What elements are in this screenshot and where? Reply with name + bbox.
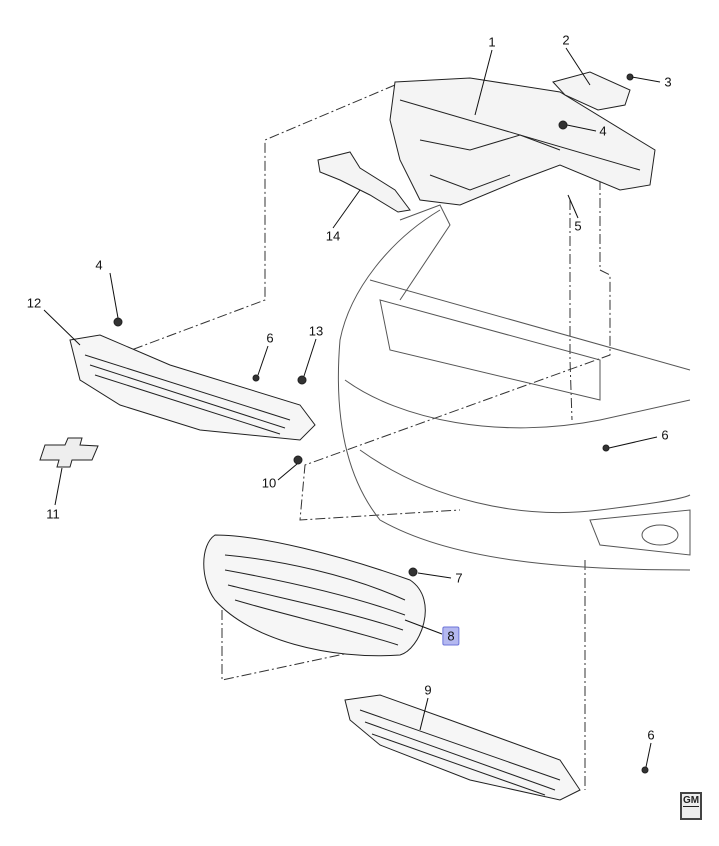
- part-2-bracket: [552, 71, 631, 111]
- callout-12[interactable]: 12: [26, 295, 42, 311]
- callout-13[interactable]: 13: [308, 323, 324, 339]
- callout-1[interactable]: 1: [488, 34, 496, 50]
- callout-14[interactable]: 14: [325, 228, 341, 244]
- gm-logo-text: GM: [683, 795, 700, 807]
- part-8-grille: [203, 534, 426, 657]
- callout-7[interactable]: 7: [455, 570, 463, 586]
- part-14-air-baffle: [317, 151, 411, 213]
- callout-6[interactable]: 6: [661, 427, 669, 443]
- callout-4[interactable]: 4: [95, 257, 103, 273]
- callout-5[interactable]: 5: [574, 218, 582, 234]
- callout-4[interactable]: 4: [599, 123, 607, 139]
- leader-lines: [43, 47, 661, 768]
- part-9-lower-grille: [344, 694, 581, 801]
- part-12-upper-grille: [69, 334, 316, 441]
- part-11-emblem: [39, 437, 99, 468]
- callout-3[interactable]: 3: [664, 74, 672, 90]
- callout-9[interactable]: 9: [424, 682, 432, 698]
- callout-6[interactable]: 6: [647, 727, 655, 743]
- callout-11[interactable]: 11: [46, 506, 60, 522]
- callout-10[interactable]: 10: [261, 475, 277, 491]
- front-fascia: [337, 204, 691, 571]
- callout-6[interactable]: 6: [266, 330, 274, 346]
- callout-2[interactable]: 2: [562, 32, 570, 48]
- gm-logo: GM: [680, 792, 702, 820]
- part-1-upper-tie-bar: [389, 77, 656, 206]
- callout-8-highlighted[interactable]: 8: [442, 626, 460, 646]
